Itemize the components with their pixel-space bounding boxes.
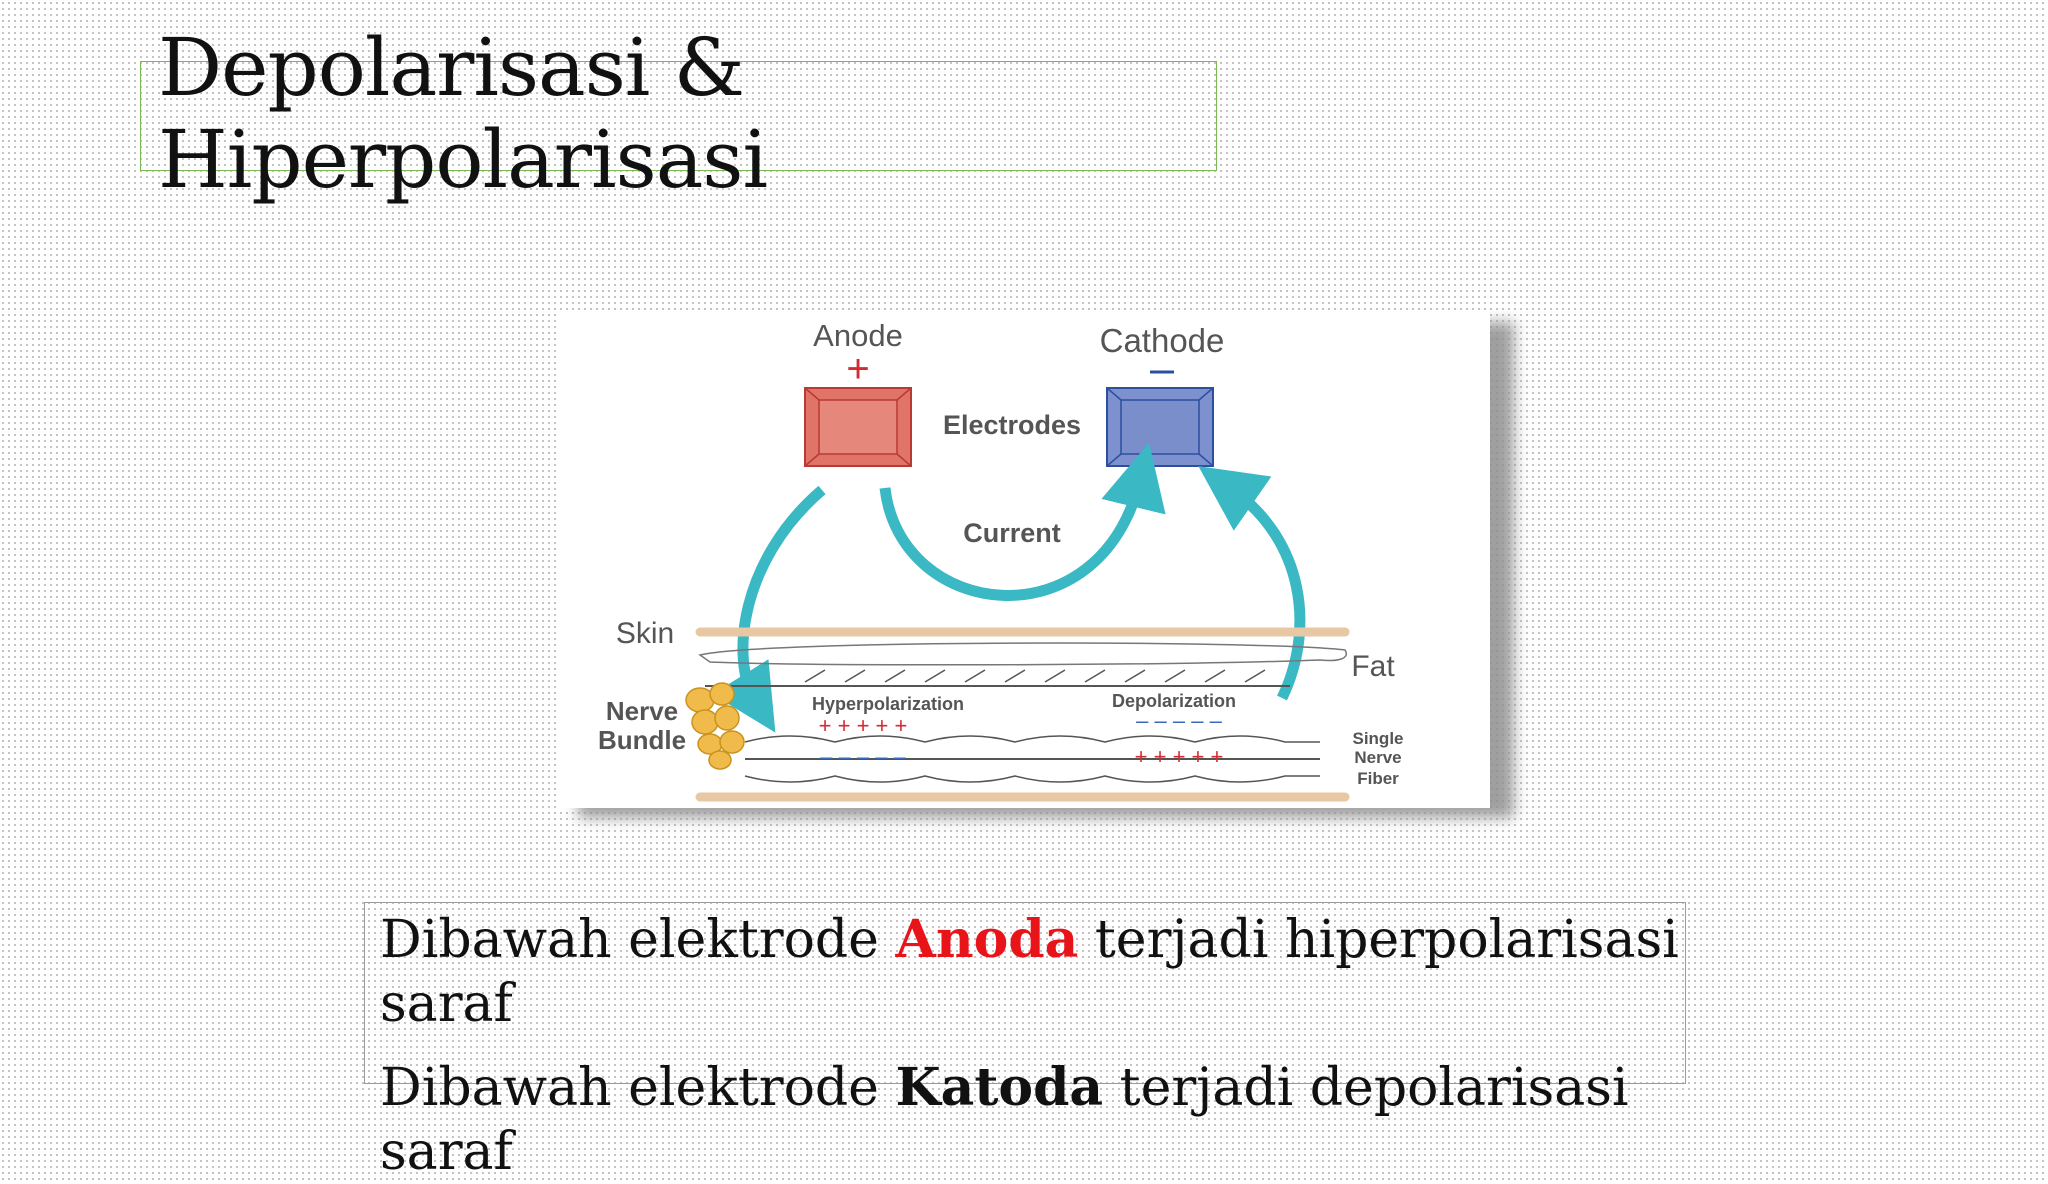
nerve-bundle [685,682,745,770]
depolarization-minus-charges: – – – – – [1136,708,1222,733]
skin-label: Skin [616,617,674,650]
electrode-diagram[interactable]: Anode + Cathode Electrodes Current Skin … [560,310,1490,808]
anode-plus-sign: + [846,347,869,391]
caption-anoda-line: Dibawah elektrode Anoda terjadi hiperpol… [380,908,1700,1036]
fat-layer [698,642,1347,666]
fiber-label-2: Nerve [1354,748,1401,767]
caption-katoda-line: Dibawah elektrode Katoda terjadi depolar… [380,1056,1700,1184]
depolarization-label: Depolarization [1112,691,1236,711]
fiber-label-1: Single [1352,729,1403,748]
caption-line2-pre: Dibawah elektrode [380,1058,896,1118]
hyperpolarization-plus-charges: + + + + + [819,713,908,738]
fat-label: Fat [1351,650,1395,683]
slide-title: Depolarisasi & Hiperpolarisasi [158,21,768,206]
current-label: Current [963,518,1061,548]
title-line-1: Depolarisasi & [158,21,745,114]
caption-text: Dibawah elektrode Anoda terjadi hiperpol… [380,908,1700,1184]
hyperpolarization-label: Hyperpolarization [812,694,964,714]
current-arrow-left [712,485,826,733]
nerve-bundle-label-2: Bundle [598,725,686,755]
title-line-2: Hiperpolarisasi [158,113,768,206]
electrodes-label: Electrodes [943,410,1081,440]
cathode-label: Cathode [1100,322,1225,359]
caption-placeholder-box[interactable] [364,902,1686,1084]
title-placeholder-box[interactable] [140,61,1217,171]
fat-hatching [804,669,1266,683]
electrode-diagram-svg: Anode + Cathode Electrodes Current Skin … [598,318,1404,802]
depolarization-plus-charges: + + + + + [1135,744,1224,769]
caption-katoda-emphasis: Katoda [895,1057,1104,1118]
current-arrow-center [879,442,1166,601]
caption-line1-pre: Dibawah elektrode [380,910,896,970]
caption-line1-post: terjadi hiperpolarisasi saraf [380,910,1679,1034]
nerve-bundle-label-1: Nerve [606,696,678,726]
anode-electrode [804,387,912,467]
hyperpolarization-minus-charges: – – – – – [820,744,906,769]
fiber-label-3: Fiber [1357,769,1399,788]
caption-anoda-emphasis: Anoda [895,909,1079,970]
current-arrow-right [1198,466,1306,701]
cathode-electrode [1106,387,1214,467]
anode-label: Anode [813,318,903,353]
single-nerve-fiber [744,735,1320,783]
